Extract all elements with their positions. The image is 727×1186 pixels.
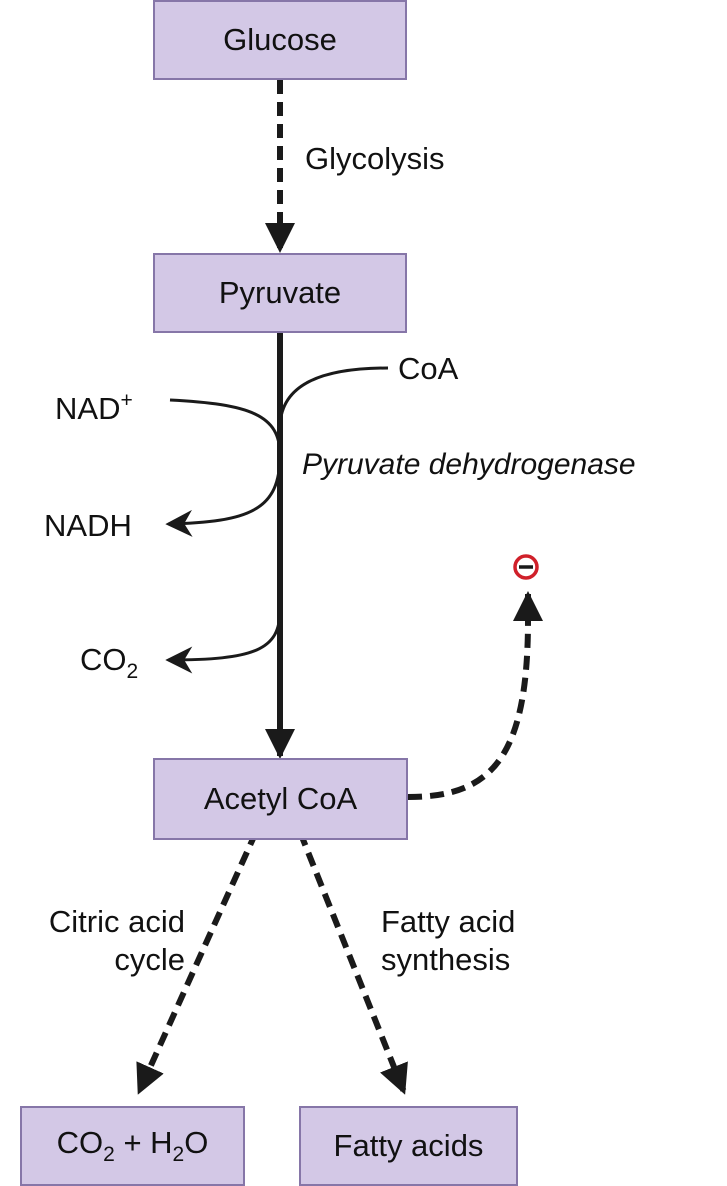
pyruvate-dehydrogenase-label: Pyruvate dehydrogenase <box>302 448 636 481</box>
acetyl-coa-box: Acetyl CoA <box>153 758 408 840</box>
nadh-label: NADH <box>44 508 132 543</box>
co2-h2o-box: CO2 + H2O <box>20 1106 245 1186</box>
co2-release-curve <box>165 609 282 674</box>
pyruvate-label: Pyruvate <box>218 275 342 310</box>
acetyl-coa-label: Acetyl CoA <box>203 781 358 816</box>
co2-h2o-label: CO2 + H2O <box>56 1125 209 1166</box>
glucose-box: Glucose <box>153 0 407 80</box>
glycolysis-label: Glycolysis <box>305 141 445 176</box>
coa-label: CoA <box>398 351 459 386</box>
citric-acid-cycle-arrow <box>136 810 268 1095</box>
fatty-acids-box: Fatty acids <box>299 1106 518 1186</box>
fatty-acid-synthesis-label: Fatty acid synthesis <box>381 904 516 977</box>
nad-to-nadh-curve <box>165 398 282 537</box>
inhibition-feedback-arrow <box>407 591 543 800</box>
coa-input-curve <box>278 366 389 426</box>
citric-acid-cycle-label: Citric acid cycle <box>48 904 185 977</box>
minus-circle-icon <box>513 554 539 580</box>
fatty-acids-label: Fatty acids <box>333 1128 484 1163</box>
glucose-label: Glucose <box>223 22 337 57</box>
fatty-acid-synthesis-arrow <box>289 810 408 1095</box>
nad-plus-label: NAD+ <box>55 389 133 426</box>
pyruvate-box: Pyruvate <box>153 253 407 333</box>
co2-label: CO2 <box>80 642 139 683</box>
